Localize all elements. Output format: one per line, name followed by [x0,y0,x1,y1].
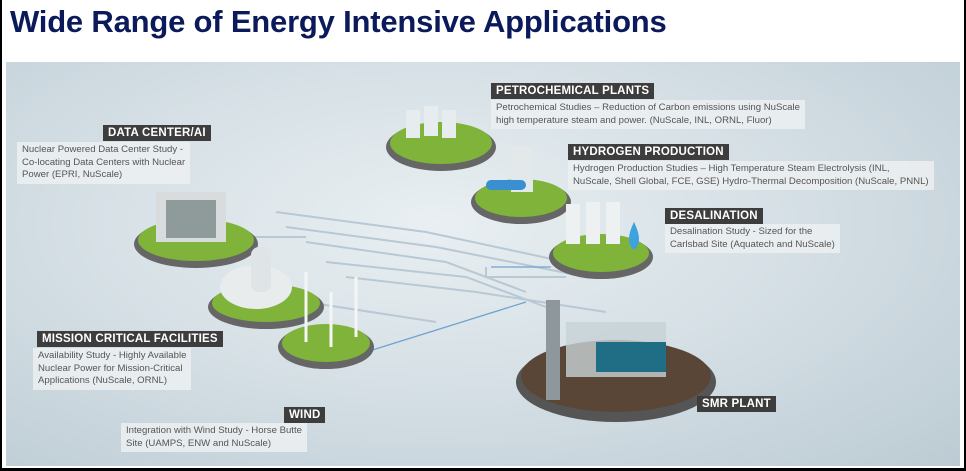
desc-line: Integration with Wind Study - Horse Butt… [126,425,302,436]
desalination-island [549,202,653,279]
desc-line: Nuclear Power for Mission-Critical [38,362,183,374]
wind-label: WIND [284,407,326,423]
wind-description: Integration with Wind Study - Horse Butt… [121,423,307,452]
data-center-description: Nuclear Powered Data Center Study - Co-l… [17,142,191,184]
desalination-description: Desalination Study - Sized for the Carls… [665,224,840,253]
wind-island [278,272,374,369]
smr-plant-label: SMR PLANT [697,396,776,412]
desc-line: Petrochemical Studies – Reduction of Car… [496,102,800,113]
petrochemical-island [386,106,496,171]
desc-line: NuScale, Shell Global, FCE, GSE) Hydro-T… [573,175,929,187]
smr-plant-island [516,300,716,422]
energy-applications-illustration: DATA CENTER/AI Nuclear Powered Data Cent… [6,62,960,466]
petrochemical-description: Petrochemical Studies – Reduction of Car… [491,100,805,129]
hydrogen-label: HYDROGEN PRODUCTION [568,144,729,160]
desc-line: Nuclear Powered Data Center Study - [22,144,184,155]
desc-line: Availability Study - Highly Available [38,350,187,361]
desc-line: Desalination Study - Sized for the [670,226,813,237]
slide-title: Wide Range of Energy Intensive Applicati… [10,4,667,39]
data-center-label: DATA CENTER/AI [103,125,211,141]
desc-line: Power (EPRI, NuScale) [22,169,123,180]
hydrogen-island [471,147,571,224]
desc-line: Carlsbad Site (Aquatech and NuScale) [670,238,835,250]
desc-line: high temperature steam and power. (NuSca… [496,114,772,126]
illustration-graphics [134,106,716,422]
desc-line: Hydrogen Production Studies – High Tempe… [573,163,890,174]
hydrogen-description: Hydrogen Production Studies – High Tempe… [568,161,934,190]
mission-critical-island [208,247,324,329]
desc-line: Applications (NuScale, ORNL) [38,375,168,386]
desc-line: Co-locating Data Centers with Nuclear [22,156,186,168]
mission-critical-description: Availability Study - Highly Available Nu… [33,348,192,390]
petrochemical-label: PETROCHEMICAL PLANTS [491,83,655,99]
circuit-lines [246,211,607,323]
desc-line: Site (UAMPS, ENW and NuScale) [126,437,272,449]
data-center-island [134,192,258,268]
mission-critical-label: MISSION CRITICAL FACILITIES [37,331,223,347]
desalination-label: DESALINATION [665,208,763,224]
